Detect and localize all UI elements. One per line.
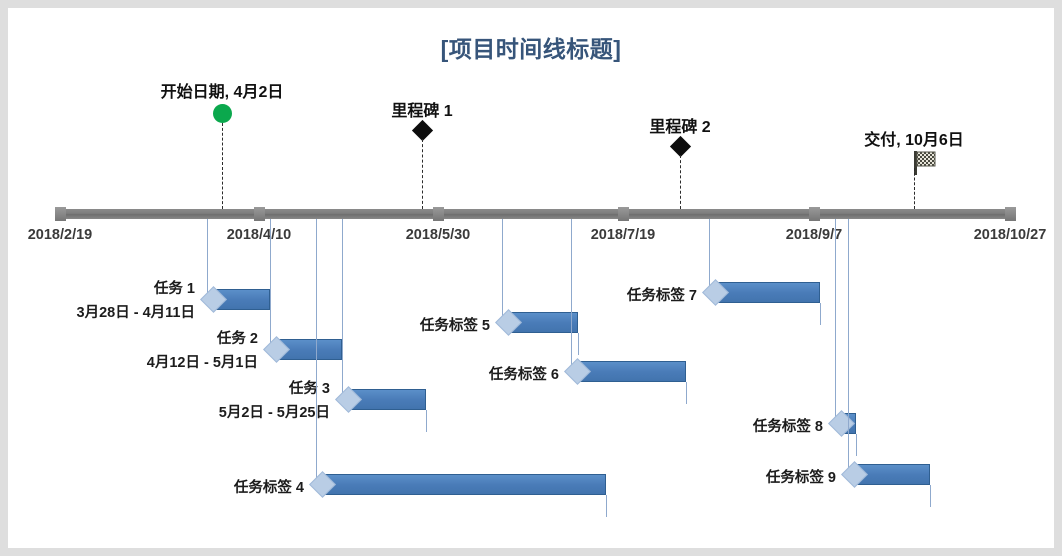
axis-tick [618, 207, 629, 221]
task-bar[interactable] [351, 389, 426, 410]
task-end-line [930, 485, 931, 507]
task-label: 任务标签 5 [419, 318, 490, 334]
axis-tick-label: 2018/4/10 [226, 227, 292, 243]
task-connector-line [571, 219, 572, 371]
task-end-line [578, 333, 579, 355]
axis-tick [55, 207, 66, 221]
timeline-chart-canvas: [项目时间线标题] 2018/2/19 2018/4/10 2018/5/30 201… [8, 8, 1054, 548]
task-bar[interactable] [325, 474, 606, 495]
milestone-label: 交付, 10月6日 [864, 132, 964, 149]
milestone-leader-line [914, 168, 915, 209]
task-connector-line [207, 219, 208, 299]
task-connector-line [835, 219, 836, 423]
axis-tick-label: 2018/5/30 [405, 227, 471, 243]
delivery-flag-icon [910, 150, 938, 181]
task-connector-line [316, 219, 317, 484]
milestone-label: 里程碑 2 [649, 119, 711, 136]
milestone-leader-line [222, 123, 223, 209]
milestone-diamond-icon [411, 119, 433, 142]
task-date-range: 3月28日 - 4月11日 [76, 305, 195, 321]
task-connector-line [342, 219, 343, 399]
axis-tick [809, 207, 820, 221]
milestone-leader-line [680, 155, 681, 209]
task-connector-line [270, 219, 271, 349]
task-label: 任务标签 4 [233, 480, 304, 496]
axis-tick-label: 2018/10/27 [973, 227, 1047, 243]
milestone-diamond-icon [669, 135, 691, 158]
task-end-line [856, 434, 857, 456]
task-end-line [606, 495, 607, 517]
milestone-leader-line [422, 139, 423, 209]
start-circle-icon [212, 104, 232, 123]
task-connector-line [502, 219, 503, 322]
task-bar[interactable] [718, 282, 820, 303]
task-label: 任务 2 [216, 331, 258, 347]
task-end-line [820, 303, 821, 325]
milestone-label: 开始日期, 4月2日 [160, 84, 284, 101]
axis-tick-label: 2018/2/19 [27, 227, 93, 243]
task-label: 任务标签 7 [626, 288, 697, 304]
axis-tick-label: 2018/9/7 [785, 227, 843, 243]
task-connector-line [709, 219, 710, 292]
axis-tick [433, 207, 444, 221]
task-bar[interactable] [580, 361, 686, 382]
task-label: 任务标签 8 [752, 419, 823, 435]
task-label: 任务 3 [288, 381, 330, 397]
page-title: [项目时间线标题] [440, 36, 622, 62]
task-label: 任务标签 9 [765, 470, 836, 486]
task-label: 任务 1 [153, 281, 195, 297]
task-label: 任务标签 6 [488, 367, 559, 383]
task-end-line [686, 382, 687, 404]
axis-tick [254, 207, 265, 221]
task-date-range: 4月12日 - 5月1日 [146, 355, 258, 371]
milestone-label: 里程碑 1 [391, 103, 453, 120]
axis-tick [1005, 207, 1016, 221]
timeline-axis [60, 209, 1010, 219]
axis-tick-label: 2018/7/19 [590, 227, 656, 243]
task-bar[interactable] [857, 464, 930, 485]
task-date-range: 5月2日 - 5月25日 [218, 405, 330, 421]
task-connector-line [848, 219, 849, 474]
task-end-line [426, 410, 427, 432]
